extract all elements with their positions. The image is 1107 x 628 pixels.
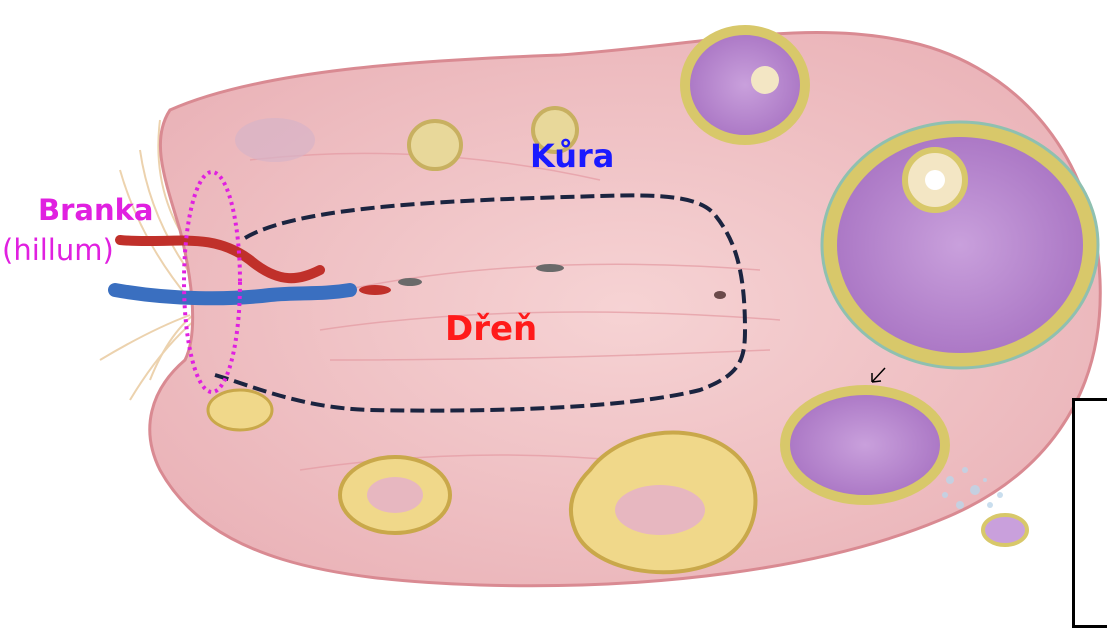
hilum-label: Branka (38, 196, 153, 225)
ovary-diagram (0, 0, 1107, 604)
cortex-label: Kůra (530, 140, 614, 172)
vein (115, 290, 350, 298)
inset-frame (1072, 398, 1107, 628)
follicle-lower (785, 390, 945, 500)
hilum-sublabel: (hillum) (2, 236, 114, 265)
medulla-label: Dřeň (445, 312, 537, 346)
follicle-top (685, 30, 805, 140)
